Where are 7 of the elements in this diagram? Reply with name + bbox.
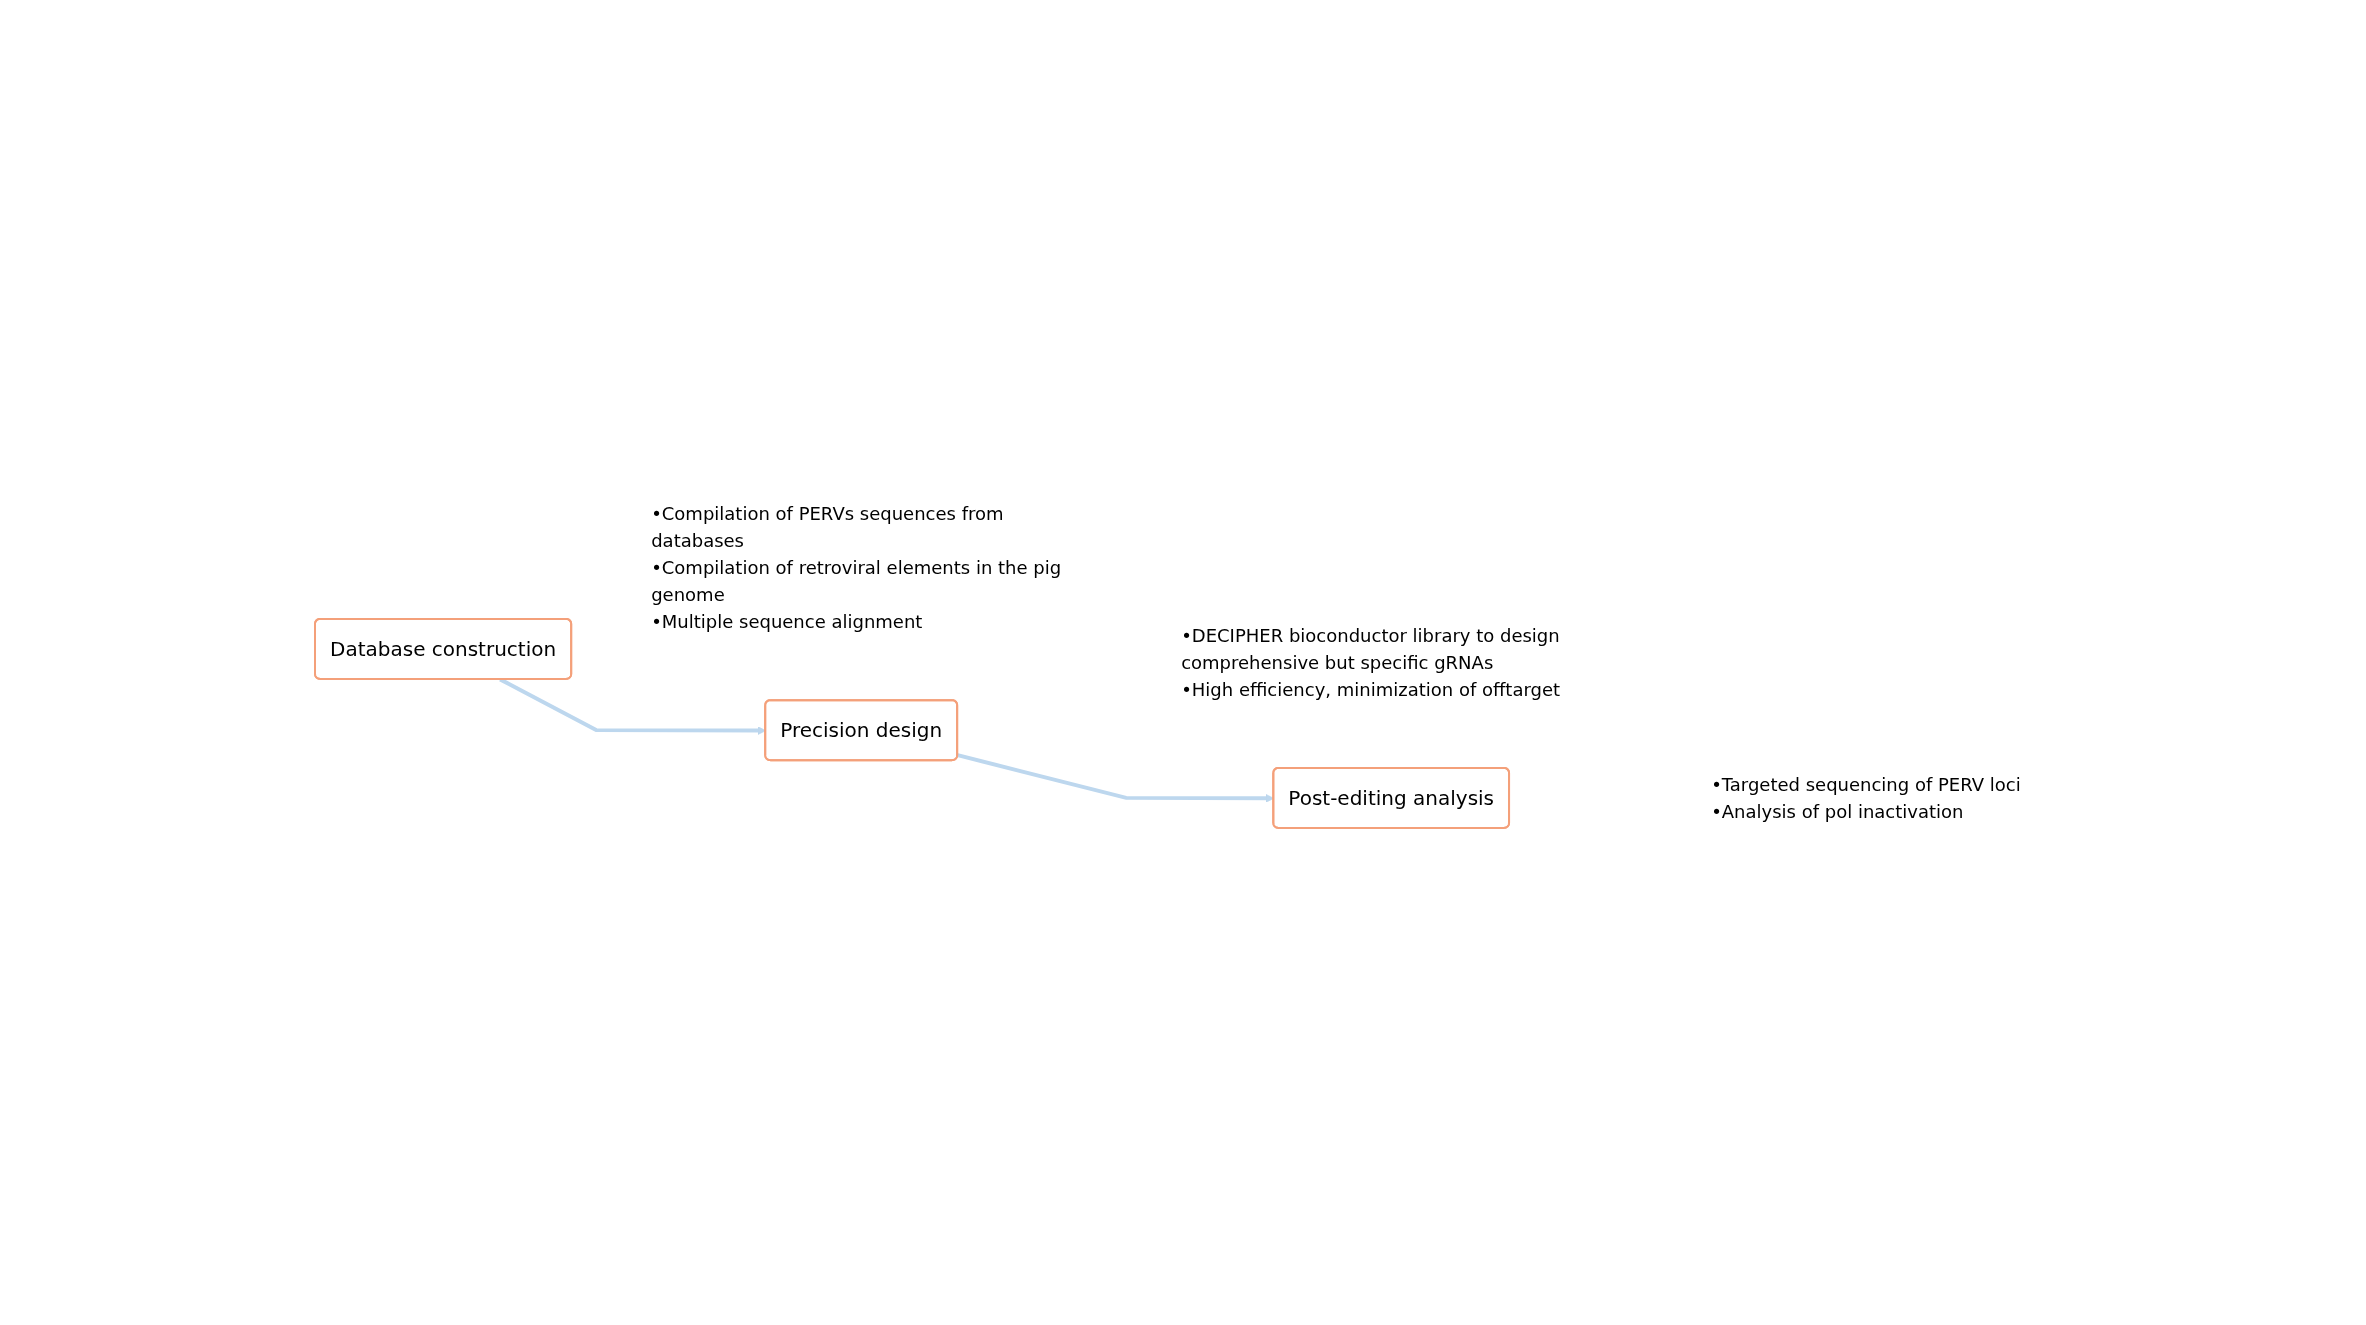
- node-label: •Analysis of pol inactivation: [1711, 800, 1964, 822]
- node-label: •Compilation of PERVs sequences from databases: [651, 503, 1004, 552]
- node-label: •Compilation of retroviral elements in the pig genome: [651, 557, 1062, 606]
- node-label: •Multiple sequence alignment: [651, 611, 923, 633]
- node-label: •Targeted sequencing of PERV loci: [1711, 773, 2021, 795]
- node-label: •DECIPHER bioconductor library to design comprehensive but specific gRNAs: [1181, 624, 1560, 673]
- node-label: •High efficiency, minimization of offtarget: [1181, 678, 1561, 700]
